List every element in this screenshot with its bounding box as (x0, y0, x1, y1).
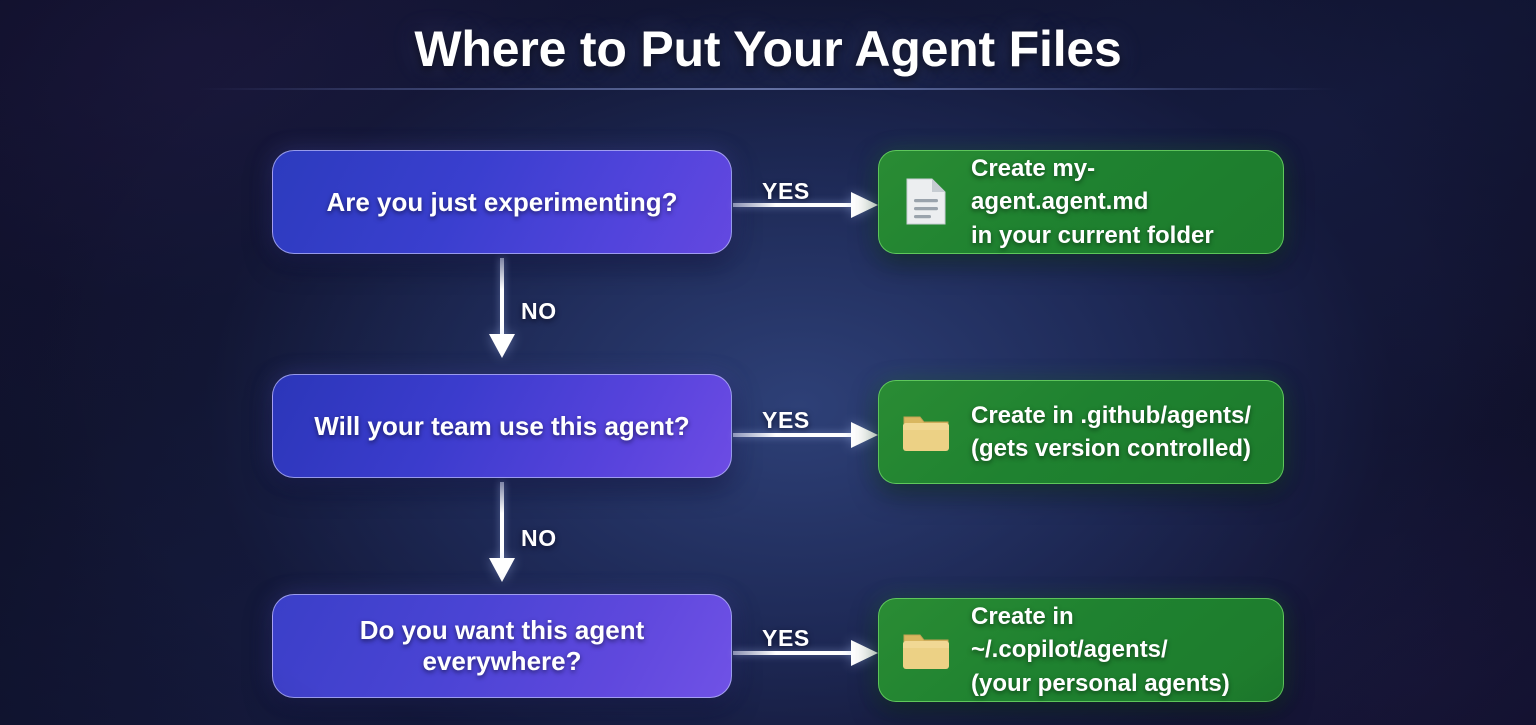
yes-arrow (733, 192, 878, 218)
outcome-line-2: (gets version controlled) (971, 435, 1252, 462)
outcome-label: Create in ~/.copilot/agents/ (your perso… (971, 600, 1261, 699)
arrow-shaft (733, 203, 855, 207)
yes-branch-label: YES (762, 178, 810, 204)
arrow-shaft (733, 651, 855, 655)
yes-arrow (733, 422, 878, 448)
outcome-box-github-agents[interactable]: Create in .github/agents/ (gets version … (878, 380, 1284, 484)
arrow-head-icon (851, 422, 878, 448)
title-divider (198, 88, 1338, 90)
decision-box-everywhere[interactable]: Do you want this agent everywhere? (272, 594, 732, 698)
yes-arrow (733, 640, 878, 666)
arrow-shaft (500, 482, 504, 560)
arrow-head-icon (489, 558, 515, 582)
arrow-head-icon (489, 334, 515, 358)
outcome-line-1: Create my-agent.agent.md (971, 155, 1149, 216)
outcome-line-2: (your personal agents) (971, 669, 1230, 697)
arrow-shaft (733, 433, 855, 437)
arrow-head-icon (851, 640, 878, 666)
decision-box-experimenting[interactable]: Are you just experimenting? (272, 150, 732, 254)
arrow-head-icon (851, 192, 878, 218)
decision-label: Will your team use this agent? (314, 410, 690, 441)
arrow-shaft (500, 258, 504, 336)
folder-icon (901, 406, 951, 458)
outcome-line-1: Create in ~/.copilot/agents/ (971, 603, 1168, 664)
yes-branch-label: YES (762, 625, 810, 651)
document-icon (901, 176, 951, 228)
decision-label: Do you want this agent everywhere? (359, 615, 645, 676)
page-title: Where to Put Your Agent Files (414, 21, 1122, 77)
yes-branch-label: YES (762, 407, 810, 433)
outcome-label: Create in .github/agents/ (gets version … (971, 399, 1251, 465)
outcome-box-copilot-agents[interactable]: Create in ~/.copilot/agents/ (your perso… (878, 598, 1284, 702)
outcome-box-current-folder[interactable]: Create my-agent.agent.md in your current… (878, 150, 1284, 254)
folder-icon (901, 624, 951, 676)
no-arrow (489, 482, 515, 582)
outcome-line-2: in your current folder (971, 221, 1214, 249)
outcome-line-1: Create in .github/agents/ (971, 401, 1252, 429)
no-arrow (489, 258, 515, 358)
no-branch-label: NO (521, 525, 557, 551)
decision-box-team-use[interactable]: Will your team use this agent? (272, 374, 732, 478)
outcome-label: Create my-agent.agent.md in your current… (971, 152, 1261, 251)
no-branch-label: NO (521, 298, 557, 324)
decision-label: Are you just experimenting? (326, 186, 678, 217)
